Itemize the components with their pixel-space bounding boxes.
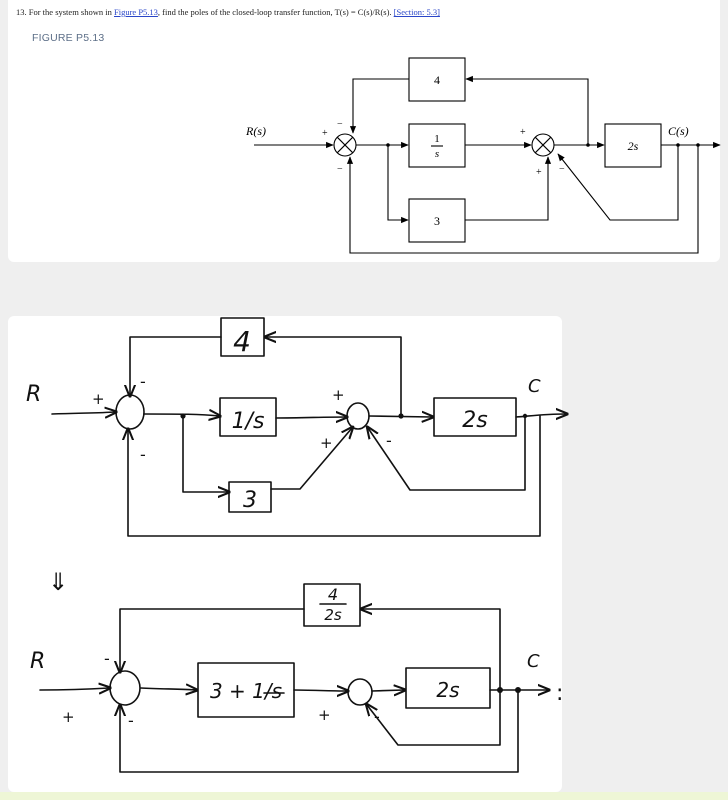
figure-link[interactable]: Figure P5.13 — [114, 7, 158, 17]
hand1-sum1 — [115, 394, 145, 430]
block-plant-2s — [604, 123, 662, 168]
hand1-sign-minus-3: - — [386, 431, 392, 450]
hand2-sum1 — [109, 670, 141, 706]
block-diagram: R(s) C(s) 4 1 s 3 2s + − − + + − — [245, 57, 721, 254]
hand2-sign-plus-2: + — [318, 706, 331, 724]
hand2-input-label: R — [30, 649, 45, 674]
hand1-sum2 — [346, 402, 370, 430]
sign-minus-2: − — [337, 164, 343, 175]
section-link[interactable]: [Section: 5.3] — [393, 7, 440, 17]
hand1-output-label: C — [528, 376, 541, 397]
integrator-denominator: s — [435, 148, 439, 160]
inner-feedback — [557, 145, 679, 221]
sign-plus-1: + — [322, 128, 328, 139]
question-middle: , find the poles of the closed-loop tran… — [157, 7, 394, 17]
sign-plus-2: + — [520, 127, 526, 138]
question-text: 13. For the system shown in Figure P5.13… — [16, 7, 716, 17]
integrator-numerator: 1 — [434, 133, 440, 145]
sign-minus-3: − — [559, 164, 565, 175]
solution-card — [8, 316, 562, 792]
sign-minus-1: − — [337, 119, 343, 130]
problem-card: 13. For the system shown in Figure P5.13… — [8, 0, 721, 262]
block-integrator — [408, 123, 466, 168]
branch-to-3 — [387, 145, 409, 224]
block-parallel-label: 3 — [434, 214, 440, 228]
block-feedback-label: 4 — [434, 73, 440, 87]
hand1-block-2s-label: 2s — [462, 408, 487, 433]
question-prefix: 13. For the system shown in — [16, 7, 114, 17]
hand1-sign-plus-3: + — [320, 434, 333, 452]
hand1-input-label: R — [26, 382, 41, 407]
down-arrow: ⇓ — [48, 568, 68, 596]
hand2-block-4-num: 4 — [328, 585, 338, 604]
hand2-sign-minus-3: - — [374, 707, 380, 726]
figure-label: FIGURE P5.13 — [32, 32, 105, 44]
hand1-sign-plus-2: + — [332, 386, 345, 404]
block-plant-label: 2s — [628, 139, 639, 153]
hand1-sign-plus-1: + — [92, 390, 105, 408]
outer-feedback — [346, 145, 699, 254]
bottom-strip — [0, 792, 728, 800]
hand1-sign-minus-1: - — [140, 372, 146, 391]
hand1-sign-minus-2: - — [140, 445, 146, 464]
hand2-block-3-plus-1s-label: 3 + 1/s — [210, 679, 282, 703]
feedback-4-to-sum1 — [349, 78, 409, 134]
hand2-output-label: C — [527, 651, 540, 672]
sign-plus-3: + — [536, 167, 542, 178]
block-parallel-3 — [408, 198, 466, 243]
feedback-to-4 — [465, 75, 589, 145]
hand1-block-4-label: 4 — [233, 325, 251, 358]
hand2-colon: : — [556, 681, 563, 706]
hand1-block-3-label: 3 — [243, 488, 257, 513]
hand2-block-2s-label: 2s — [436, 678, 459, 702]
hand2-block-4-den: 2s — [324, 606, 342, 624]
input-label: R(s) — [245, 124, 266, 138]
branch-3-to-sum2 — [465, 156, 552, 221]
hand1-block-1s-label: 1/s — [232, 409, 265, 434]
hand2-sign-plus-1: + — [62, 708, 75, 726]
hand2-sum2 — [347, 678, 373, 706]
hand2-sign-minus-2: - — [128, 711, 134, 730]
hand2-sign-minus-1: - — [104, 649, 110, 668]
block-feedback-4 — [408, 57, 466, 102]
output-label: C(s) — [668, 124, 689, 138]
